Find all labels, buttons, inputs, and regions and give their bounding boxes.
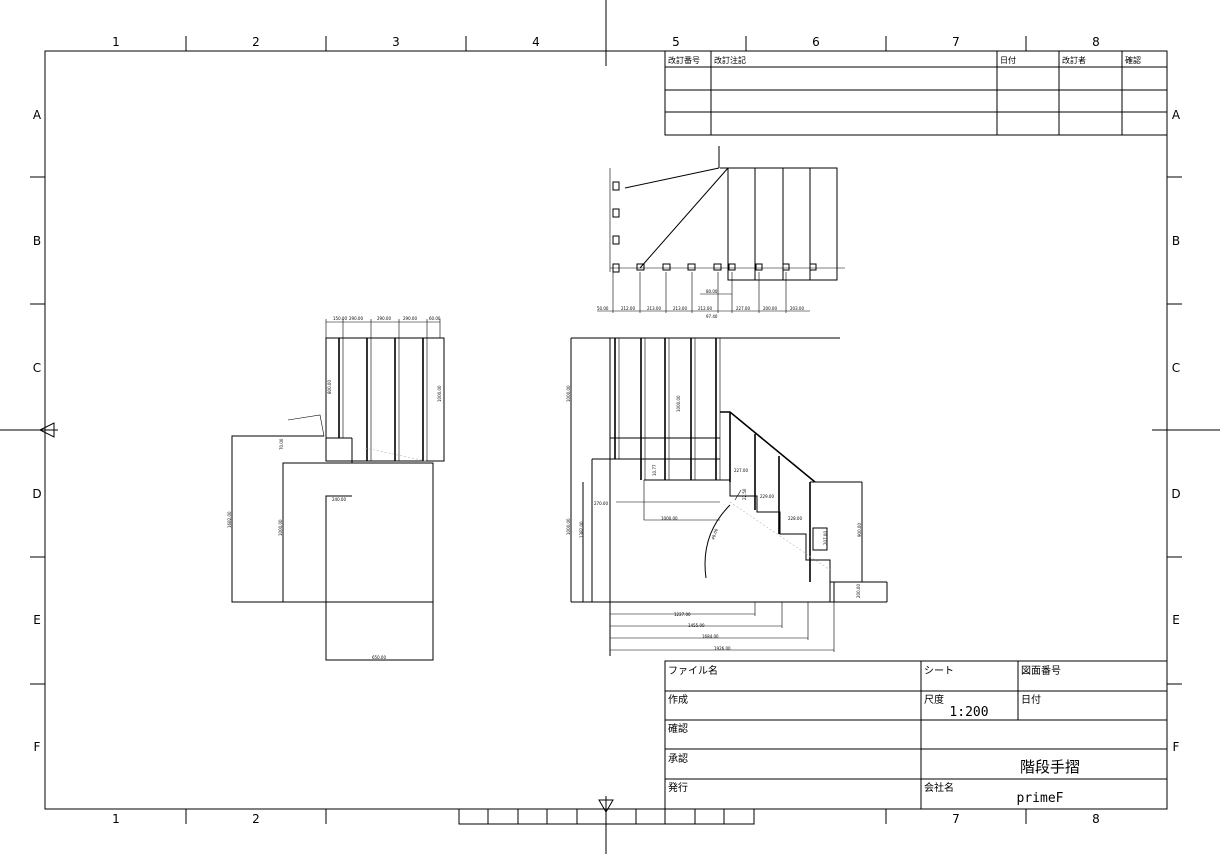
sec-dim-left-step: 270.00 (594, 501, 608, 506)
sec-dim-step-1: 10.77 (652, 464, 657, 476)
grid-row-right-e: E (1172, 613, 1180, 627)
grid-row-right-b: B (1172, 234, 1180, 248)
grid-col-top-2: 2 (252, 35, 260, 49)
tb-sheet-label: シート (924, 666, 954, 677)
grid-col-top-1: 1 (112, 35, 120, 49)
sec-dim-angle: 40.00 (710, 527, 719, 540)
sec-dim-left-height: 1000.00 (566, 385, 571, 402)
tb-checked-label: 確認 (668, 722, 688, 735)
left-dim-step: 240.00 (332, 497, 346, 502)
center-arrow-bottom-icon (598, 799, 614, 813)
grid-col-bottom-1: 1 (112, 812, 120, 826)
left-dim-upper-height: 800.00 (327, 380, 332, 394)
left-dim-right-height: 1000.00 (437, 385, 442, 402)
left-dim-h1: 1682.00 (227, 511, 232, 528)
tb-company-name: primeF (1017, 791, 1064, 806)
top-dim-bottom-4: 213.00 (673, 306, 687, 311)
top-dim-bottom-7: 200.00 (763, 306, 777, 311)
grid-row-left-e: E (33, 613, 41, 627)
top-dim-small: 97.40 (706, 314, 718, 319)
tb-drawing-title: 階段手摺 (1020, 758, 1080, 776)
tb-drawing-number-label: 図面番号 (1021, 665, 1061, 677)
sec-dim-step-5: 207.00 (823, 531, 828, 545)
grid-col-top-3: 3 (392, 35, 400, 49)
grid-row-right-f: F (1173, 740, 1180, 754)
tb-scale-label: 尺度 (924, 693, 944, 706)
tb-created-label: 作成 (668, 694, 688, 706)
grid-row-left-c: C (33, 361, 41, 375)
tb-date-label: 日付 (1021, 693, 1041, 706)
top-dim-bottom-6: 227.00 (736, 306, 750, 311)
rev-header-reviser: 改訂者 (1062, 55, 1086, 65)
grid-row-left-a: A (33, 108, 42, 122)
top-dim-bottom-2: 212.00 (621, 306, 635, 311)
left-dim-h2: 1000.00 (278, 519, 283, 536)
sec-dim-h-left: 1000.00 (566, 518, 571, 535)
sec-dim-bottom-2: 1455.00 (688, 623, 705, 628)
rev-header-note: 改訂注記 (714, 55, 746, 65)
left-dim-top-1: 150.00 (333, 316, 347, 321)
left-dim-bottom: 650.00 (372, 655, 386, 660)
top-dim-bottom-3: 213.00 (647, 306, 661, 311)
section-view: 1000.00 1000.00 1000.00 1382.00 10.77 22… (566, 337, 888, 656)
left-side-view: 150.00 290.00 290.00 290.00 60.00 800.00… (227, 316, 445, 661)
top-dim-bottom-5: 212.00 (698, 306, 712, 311)
sec-dim-span: 1000.00 (661, 516, 678, 521)
sec-dim-step-3: 229.00 (760, 494, 774, 499)
top-dim-bottom-1: 50.00 (597, 306, 609, 311)
grid-row-right-c: C (1172, 361, 1180, 375)
top-plan-view: 50.00 212.00 213.00 213.00 212.00 227.00… (597, 146, 845, 319)
sec-dim-bottom-4: 1926.00 (714, 646, 731, 651)
sec-dim-right-small: 200.00 (856, 584, 861, 598)
grid-col-bottom-2: 2 (252, 812, 260, 826)
grid-col-bottom-7: 7 (952, 812, 960, 826)
sec-dim-post-height: 1000.00 (676, 395, 681, 412)
scale-bar (458, 808, 755, 825)
tb-approved-label: 承認 (668, 752, 688, 765)
grid-row-left-b: B (33, 234, 41, 248)
grid-col-top-4: 4 (532, 35, 540, 49)
tb-issued-label: 発行 (668, 781, 688, 794)
tb-company-label: 会社名 (924, 781, 954, 794)
grid-row-left-d: D (32, 487, 41, 501)
grid-row-left-f: F (34, 740, 41, 754)
left-dim-small: 70.00 (279, 438, 284, 450)
left-dim-top-5: 60.00 (429, 316, 441, 321)
grid-labels: 1 2 3 4 5 6 7 8 1 2 7 8 A B C D E F A B … (32, 35, 1181, 826)
grid-col-top-8: 8 (1092, 35, 1100, 49)
grid-row-right-d: D (1171, 487, 1180, 501)
rev-header-check: 確認 (1125, 55, 1141, 65)
tb-scale-value: 1:200 (949, 705, 988, 720)
sec-dim-step-4: 228.00 (788, 516, 802, 521)
left-dim-top-4: 290.00 (403, 316, 417, 321)
tb-file-name-label: ファイル名 (668, 664, 718, 677)
left-dim-top-2: 290.00 (349, 316, 363, 321)
sec-dim-bottom-3: 1684.00 (702, 634, 719, 639)
rev-header-date: 日付 (1000, 55, 1016, 65)
grid-col-top-5: 5 (672, 35, 680, 49)
grid-col-bottom-8: 8 (1092, 812, 1100, 826)
sec-dim-h-left2: 1382.00 (579, 521, 584, 538)
sec-dim-right-height: 900.00 (857, 523, 862, 537)
top-dim-mid: 80.00 (706, 289, 718, 294)
grid-col-top-6: 6 (812, 35, 820, 49)
title-block: ファイル名 シート 図面番号 作成 尺度 1:200 日付 確認 承認 発行 会… (664, 660, 1168, 810)
revision-table: 改訂番号 改訂注記 日付 改訂者 確認 (664, 50, 1168, 136)
sec-dim-step-2: 227.00 (734, 468, 748, 473)
left-dim-top-3: 290.00 (377, 316, 391, 321)
rev-header-number: 改訂番号 (668, 55, 700, 65)
grid-row-right-a: A (1172, 108, 1181, 122)
top-dim-bottom-8: 203.00 (790, 306, 804, 311)
sec-dim-bottom-1: 1227.00 (674, 612, 691, 617)
center-arrow-left-icon (38, 422, 55, 438)
sec-dim-vert-step: 22.50 (742, 488, 747, 500)
grid-col-top-7: 7 (952, 35, 960, 49)
